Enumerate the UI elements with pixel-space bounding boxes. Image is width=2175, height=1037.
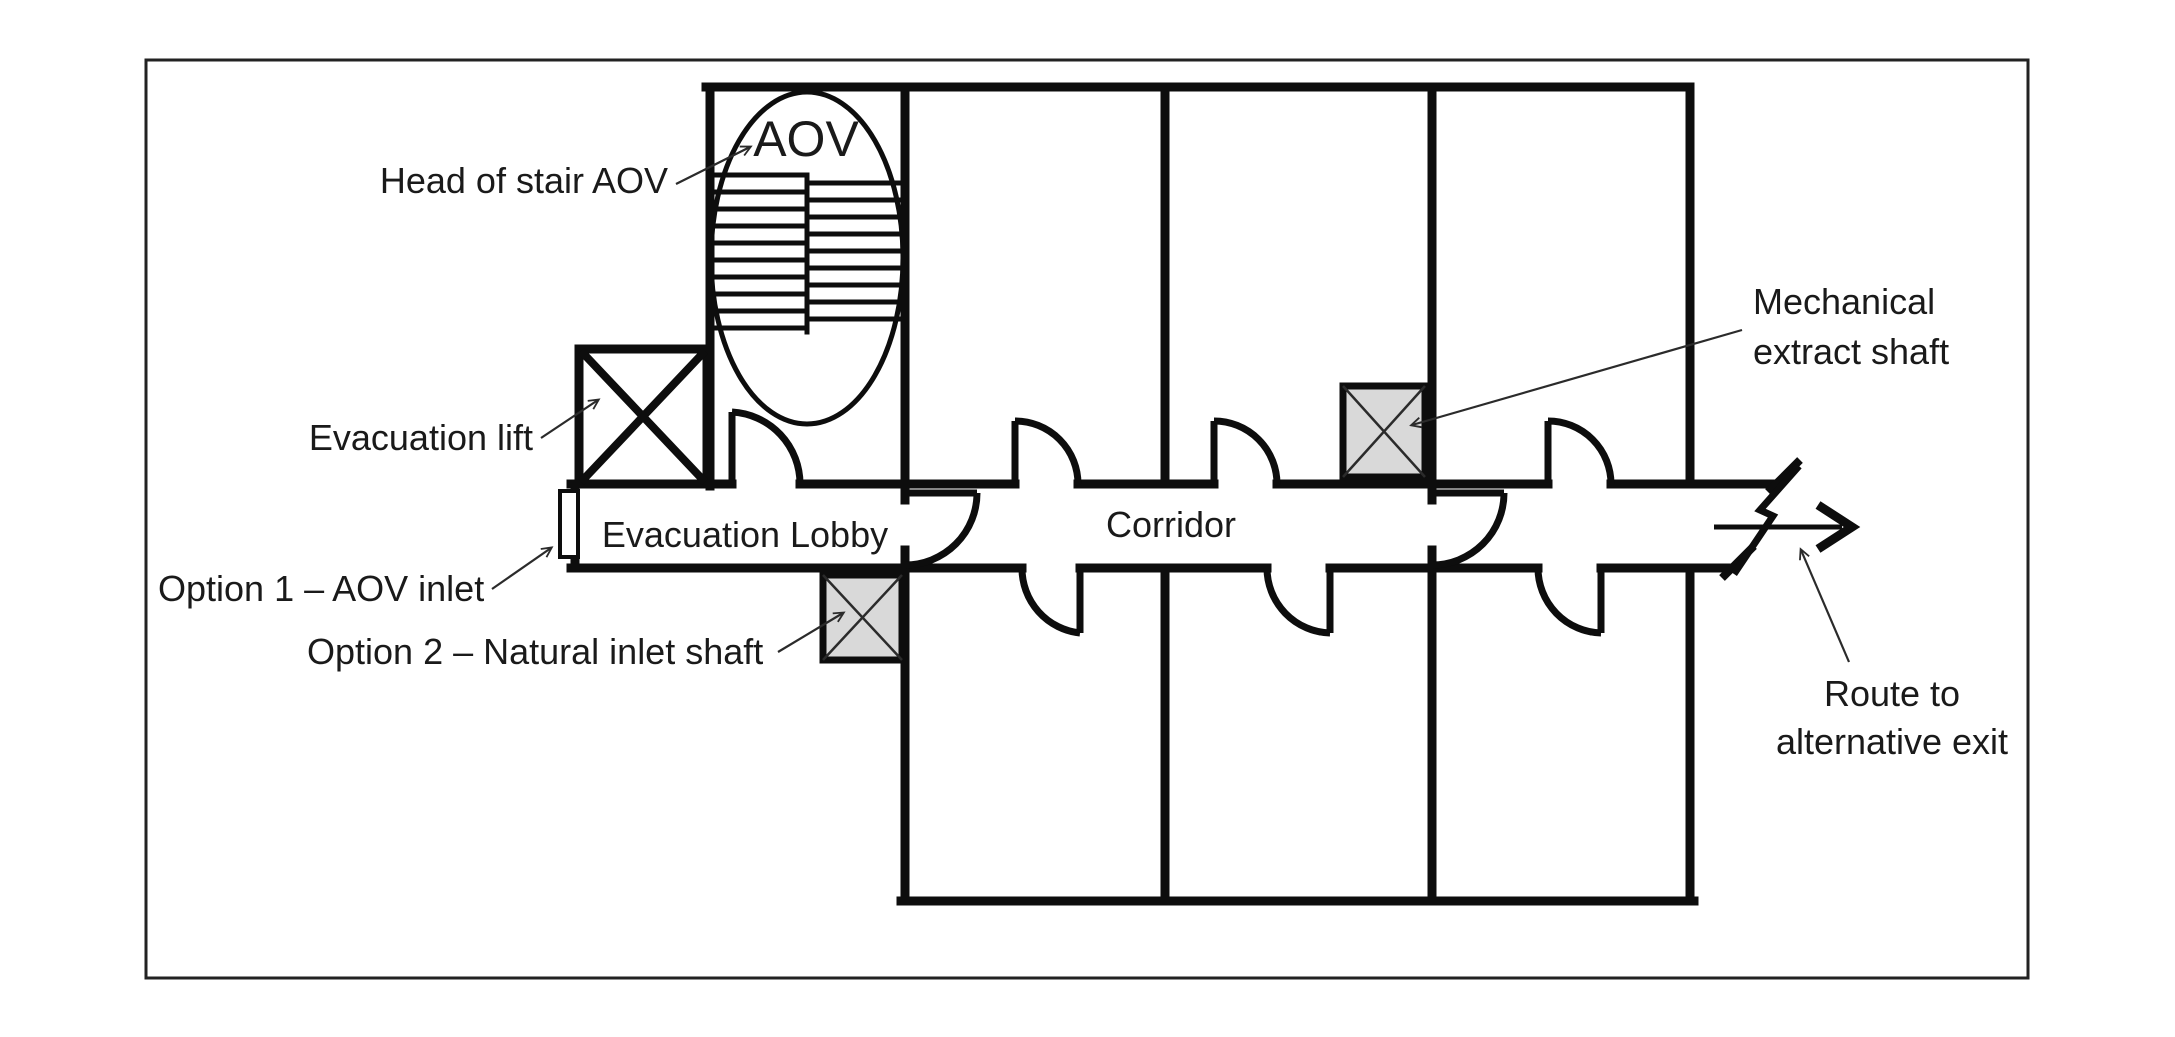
door-swing [1210, 417, 1281, 485]
aov-label: AOV [753, 111, 859, 167]
evacuation-lift-symbol [574, 344, 712, 489]
doors [728, 408, 1615, 637]
evacuation-lobby-label: Evacuation Lobby [602, 514, 888, 555]
route-arrow [1799, 547, 1851, 663]
door-swing [904, 489, 981, 569]
break-line-symbol [1719, 457, 1803, 581]
head-of-stair-arrow [675, 145, 753, 185]
evacuation-lift-label: Evacuation lift [309, 417, 533, 458]
option2-label: Option 2 – Natural inlet shaft [307, 631, 763, 672]
option2-arrow [777, 611, 846, 653]
mechanical-shaft-label-line1: Mechanical [1753, 281, 1935, 322]
route-label-line2: alternative exit [1776, 721, 2008, 762]
lift-shaft-box [574, 344, 712, 489]
door-swing [728, 408, 804, 485]
option1-arrow [491, 546, 554, 590]
mechanical-extract-shaft-symbol [1339, 382, 1429, 481]
door-swing [1011, 417, 1082, 485]
door-swing [1431, 489, 1508, 569]
mechanical-shaft-arrow [1409, 328, 1743, 429]
aov-inlet-symbol [558, 489, 580, 559]
stair-shaft [701, 82, 914, 505]
door-swing [1534, 567, 1605, 637]
figure-border [144, 58, 2030, 980]
mechanical-shaft-label-line2: extract shaft [1753, 331, 1949, 372]
building-walls [566, 82, 1783, 906]
corridor-label: Corridor [1106, 504, 1236, 545]
door-swing [1544, 417, 1615, 485]
evacuation-lift-arrow [540, 398, 601, 439]
door-swing [1263, 567, 1334, 637]
route-label-line1: Route to [1824, 673, 1960, 714]
shaft-x-icon [1342, 385, 1426, 478]
stair-treads-icon [709, 172, 906, 335]
option1-label: Option 1 – AOV inlet [158, 568, 484, 609]
lift-x-icon [578, 348, 708, 485]
head-of-stair-label: Head of stair AOV [380, 160, 668, 201]
shaft-x-icon [822, 574, 903, 661]
exit-arrow [1714, 501, 1861, 553]
door-swing [1018, 567, 1084, 637]
natural-inlet-shaft-symbol [819, 571, 906, 664]
